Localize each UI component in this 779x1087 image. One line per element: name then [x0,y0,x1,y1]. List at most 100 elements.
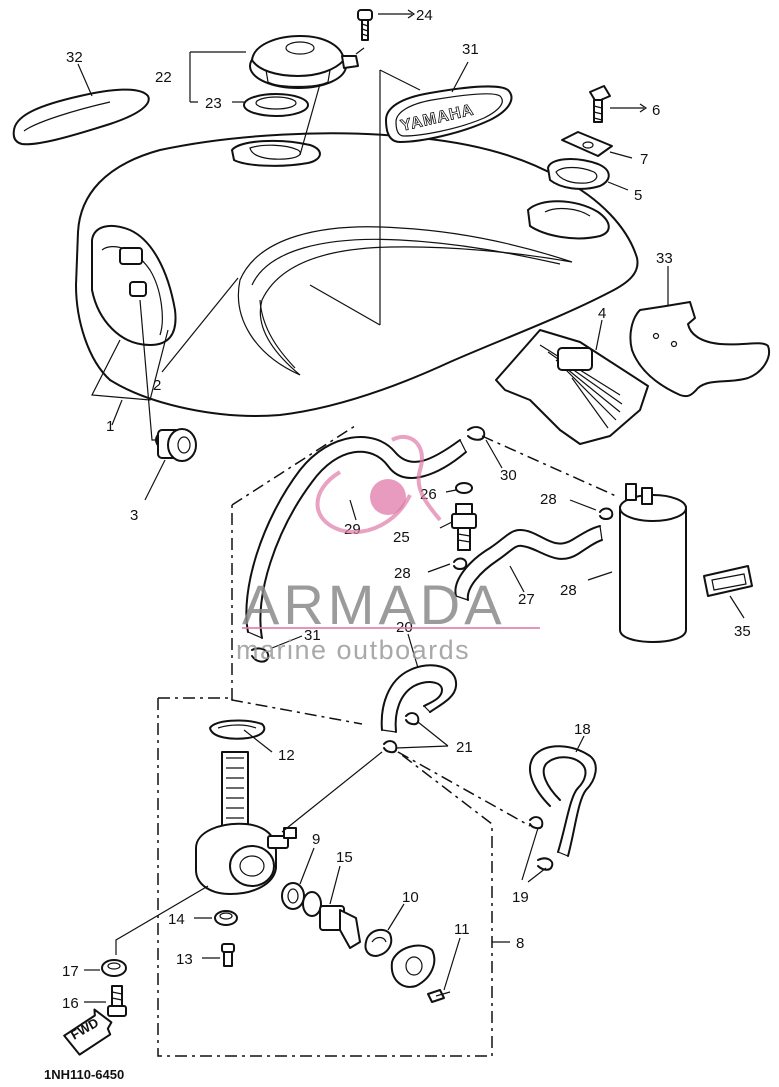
svg-text:16: 16 [62,995,79,1012]
callout-8: 8 [516,935,524,952]
washer-7 [561,131,633,159]
hose-20 [380,633,458,733]
callout-27: 27 [518,591,535,608]
callout-28-lower: 28 [394,565,411,582]
clamps-19 [521,816,554,883]
callout-29: 28 [560,582,577,599]
callout-31-lower: 31 [304,627,321,644]
svg-text:27: 27 [518,591,535,608]
svg-text:19: 19 [512,889,529,906]
spring-10 [364,903,405,957]
callout-3: 3 [130,507,138,524]
valve-25 [439,503,477,551]
callout-35: 35 [734,623,751,640]
callout-5: 5 [634,187,642,204]
svg-text:35: 35 [734,623,751,640]
callout-7: 7 [640,151,648,168]
svg-text:4: 4 [598,305,606,322]
callout-4: 4 [598,305,606,322]
watermark: ARMADA marine outboards [236,434,540,665]
callout-25: 25 [393,529,410,546]
svg-text:10: 10 [402,889,419,906]
svg-text:33: 33 [656,250,673,267]
svg-text:3: 3 [130,507,138,524]
callout-34: 33 [656,250,673,267]
svg-text:8: 8 [516,935,524,952]
bolt-16 [84,985,127,1017]
svg-text:7: 7 [640,151,648,168]
svg-text:32: 32 [66,49,83,66]
callout-15: 15 [336,849,353,866]
callout-12: 12 [278,747,295,764]
band-35 [703,565,753,619]
damper-5 [547,158,629,191]
callout-22: 22 [155,69,172,86]
screw-11 [427,937,461,1003]
svg-text:14: 14 [168,911,185,928]
part-code: 1NH110-6450 [44,1067,124,1082]
watermark-brand: ARMADA [242,573,506,636]
callout-28-upper: 28 [540,491,557,508]
svg-text:18: 18 [574,721,591,738]
svg-text:15: 15 [336,849,353,866]
gasket-26 [445,482,473,494]
tray-4 [495,319,649,445]
svg-text:1: 1 [106,418,114,435]
svg-text:6: 6 [652,102,660,119]
grommet-3 [139,299,197,501]
watermark-tagline: marine outboards [236,635,470,665]
svg-text:17: 17 [62,963,79,980]
svg-text:31: 31 [462,41,479,58]
fuel-cock [115,719,383,955]
washer-17 [84,959,127,977]
callout-24: 24 [416,7,433,24]
gasket-23 [243,93,309,117]
svg-text:1NH110-6450: 1NH110-6450 [44,1067,124,1082]
svg-text:22: 22 [155,69,172,86]
o-ring-14 [194,910,238,926]
plate-10 [390,944,436,988]
svg-text:28: 28 [394,565,411,582]
svg-text:24: 24 [416,7,433,24]
svg-text:31: 31 [304,627,321,644]
callout-33: 32 [66,49,83,66]
fwd-arrow-icon: FWD [63,1008,113,1056]
callout-6: 6 [652,102,660,119]
pad-33 [12,63,150,146]
clamp-31-lower [251,635,303,663]
clamp-31-upper [467,426,503,469]
callout-31-upper: 30 [500,467,517,484]
callout-21: 21 [456,739,473,756]
callout-11: 11 [454,921,470,938]
callout-2: 2 [153,377,161,394]
svg-text:25: 25 [393,529,410,546]
hose-18 [529,735,597,857]
callout-14: 14 [168,911,185,928]
callout-17: 17 [62,963,79,980]
cover-34 [629,266,770,398]
clip-28-upper [569,499,614,520]
screw-24 [355,9,416,55]
gasket-9 [281,847,315,910]
watermark-logo-icon [315,434,442,534]
clamps-21 [383,712,449,754]
clip-28-lower [427,557,468,573]
canister-29 [587,483,687,643]
svg-text:9: 9 [312,831,320,848]
svg-text:28: 28 [540,491,557,508]
emblem-32: YAMAHA [385,61,513,143]
callout-23: 23 [205,95,222,112]
callout-18: 18 [574,721,591,738]
bolt-6 [589,85,648,123]
fuel-cap-22 [249,35,359,89]
svg-text:28: 28 [560,582,577,599]
svg-text:11: 11 [454,921,470,938]
callout-10: 10 [402,889,419,906]
callout-9: 9 [312,831,320,848]
svg-text:5: 5 [634,187,642,204]
svg-text:12: 12 [278,747,295,764]
screw-13 [202,943,235,967]
svg-text:30: 30 [500,467,517,484]
